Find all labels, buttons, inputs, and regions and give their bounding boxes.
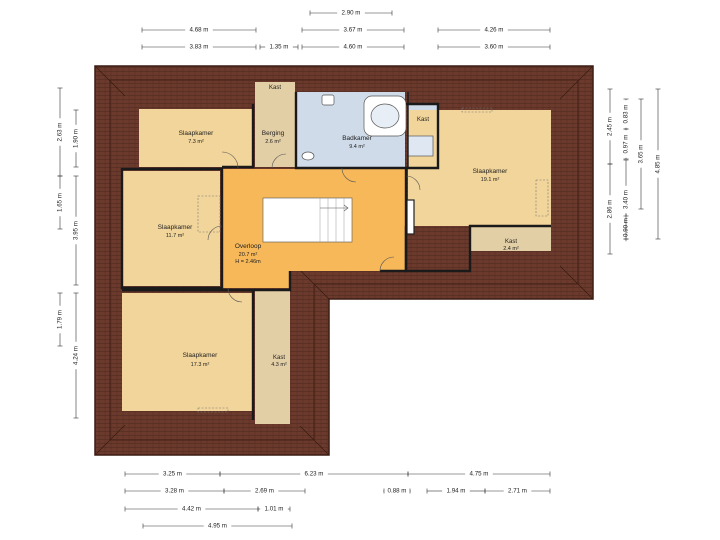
room-berging[interactable] — [255, 104, 295, 167]
label-badkamer: Badkamer — [342, 135, 372, 142]
area-kast-e: 2.4 m² — [503, 246, 519, 252]
room-kast-e[interactable] — [470, 226, 551, 251]
walls — [120, 92, 551, 420]
room-labels: Slaapkamer 7.3 m² Berging 2.6 m² Kast Ba… — [158, 85, 519, 368]
room-kast-top[interactable] — [255, 82, 295, 104]
height-overloop: H = 2.46m — [235, 259, 261, 265]
dimension-label: 2.71 m — [508, 488, 527, 495]
area-berging: 2.6 m² — [265, 139, 281, 145]
label-slaapkamer-e: Slaapkamer — [473, 168, 509, 175]
dimension-label: 4.60 m — [344, 44, 363, 51]
room-slaapkamer-sw[interactable] — [122, 293, 254, 411]
dimension-label: 4.42 m — [182, 506, 201, 513]
label-slaapkamer-w: Slaapkamer — [158, 224, 194, 231]
dimension-lines-bottom: 3.25 m 6.23 m 4.75 m 3.28 m 2.69 m 0.88 m 1.94… — [124, 471, 551, 530]
rooms — [122, 82, 551, 424]
shower-icon — [407, 135, 434, 157]
dimension-label: 4.85 m — [655, 155, 662, 174]
area-kast-s: 4.3 m² — [271, 362, 287, 368]
dimension-label: 1.94 m — [447, 488, 466, 495]
dimension-label: 6.23 m — [305, 471, 324, 478]
room-slaapkamer-w[interactable] — [122, 171, 220, 286]
area-slaapkamer-e: 19.1 m² — [481, 177, 500, 183]
dimension-label: 1.01 m — [265, 506, 284, 513]
dimension-label: 3.25 m — [163, 471, 182, 478]
room-kast-s[interactable] — [255, 290, 290, 424]
dimension-label: 0.90 m — [623, 218, 630, 237]
dimension-label: 4.24 m — [73, 346, 80, 365]
dimension-label: 1.35 m — [270, 44, 289, 51]
area-slaapkamer-w: 11.7 m² — [166, 233, 184, 239]
area-slaapkamer-nw: 7.3 m² — [188, 139, 204, 145]
dimension-label: 2.90 m — [342, 10, 361, 17]
dimension-label: 4.75 m — [470, 471, 489, 478]
toilet-icon — [301, 151, 315, 161]
label-berging: Berging — [262, 130, 285, 137]
area-slaapkamer-sw: 17.3 m² — [191, 362, 210, 368]
dimension-label: 3.95 m — [73, 221, 80, 240]
roof-hip-lines — [94, 65, 594, 456]
dimension-label: 2.86 m — [607, 200, 614, 219]
dimension-label: 2.69 m — [255, 488, 274, 495]
dimension-lines-left: 2.63 m 1.90 m 1.65 m 3.95 m 1.79 m 4.24 m — [57, 87, 80, 419]
dimension-label: 3.67 m — [344, 27, 363, 34]
area-overloop: 20.7 m² — [239, 252, 258, 258]
label-slaapkamer-nw: Slaapkamer — [179, 130, 215, 137]
dimension-lines-top: 2.90 m 4.68 m 3.67 m 4.26 m 3.83 m 1.35 m 4.60… — [141, 10, 551, 51]
dimension-label: 2.45 m — [607, 117, 614, 136]
dimension-label: 1.79 m — [57, 310, 64, 329]
dimension-label: 0.97 m — [623, 135, 630, 154]
bathroom-fixtures — [301, 94, 434, 161]
dimension-label: 0.83 m — [623, 105, 630, 124]
dimension-label: 0.88 m — [388, 488, 407, 495]
label-kast-e: Kast — [505, 239, 517, 245]
dimension-label: 1.65 m — [57, 193, 64, 212]
dimension-label: 3.83 m — [190, 44, 209, 51]
dimension-label: 3.65 m — [638, 145, 645, 164]
label-slaapkamer-sw: Slaapkamer — [183, 352, 219, 359]
dimension-label: 2.63 m — [57, 123, 64, 142]
skylight — [406, 199, 415, 235]
room-slaapkamer-nw[interactable] — [139, 109, 253, 167]
label-kast-s: Kast — [273, 355, 285, 361]
dimension-label: 4.95 m — [208, 523, 227, 530]
dimension-label: 3.40 m — [623, 190, 630, 209]
dimension-label: 3.60 m — [485, 44, 504, 51]
sink-icon — [321, 94, 335, 106]
windows — [197, 107, 549, 413]
area-badkamer: 9.4 m² — [349, 144, 365, 150]
dimension-label: 3.28 m — [165, 488, 184, 495]
label-kast-ne: Kast — [417, 117, 429, 123]
doors — [207, 151, 421, 303]
staircase — [262, 197, 353, 243]
dimension-label: 4.68 m — [190, 27, 209, 34]
dimension-label: 4.26 m — [485, 27, 504, 34]
label-kast-top: Kast — [269, 85, 281, 91]
label-overloop: Overloop — [235, 243, 262, 250]
dimension-label: 1.90 m — [73, 129, 80, 148]
dimension-lines-right: 2.45 m 0.83 m 0.97 m 3.65 m 4.85 m 2.86 m 3.40… — [607, 88, 662, 255]
